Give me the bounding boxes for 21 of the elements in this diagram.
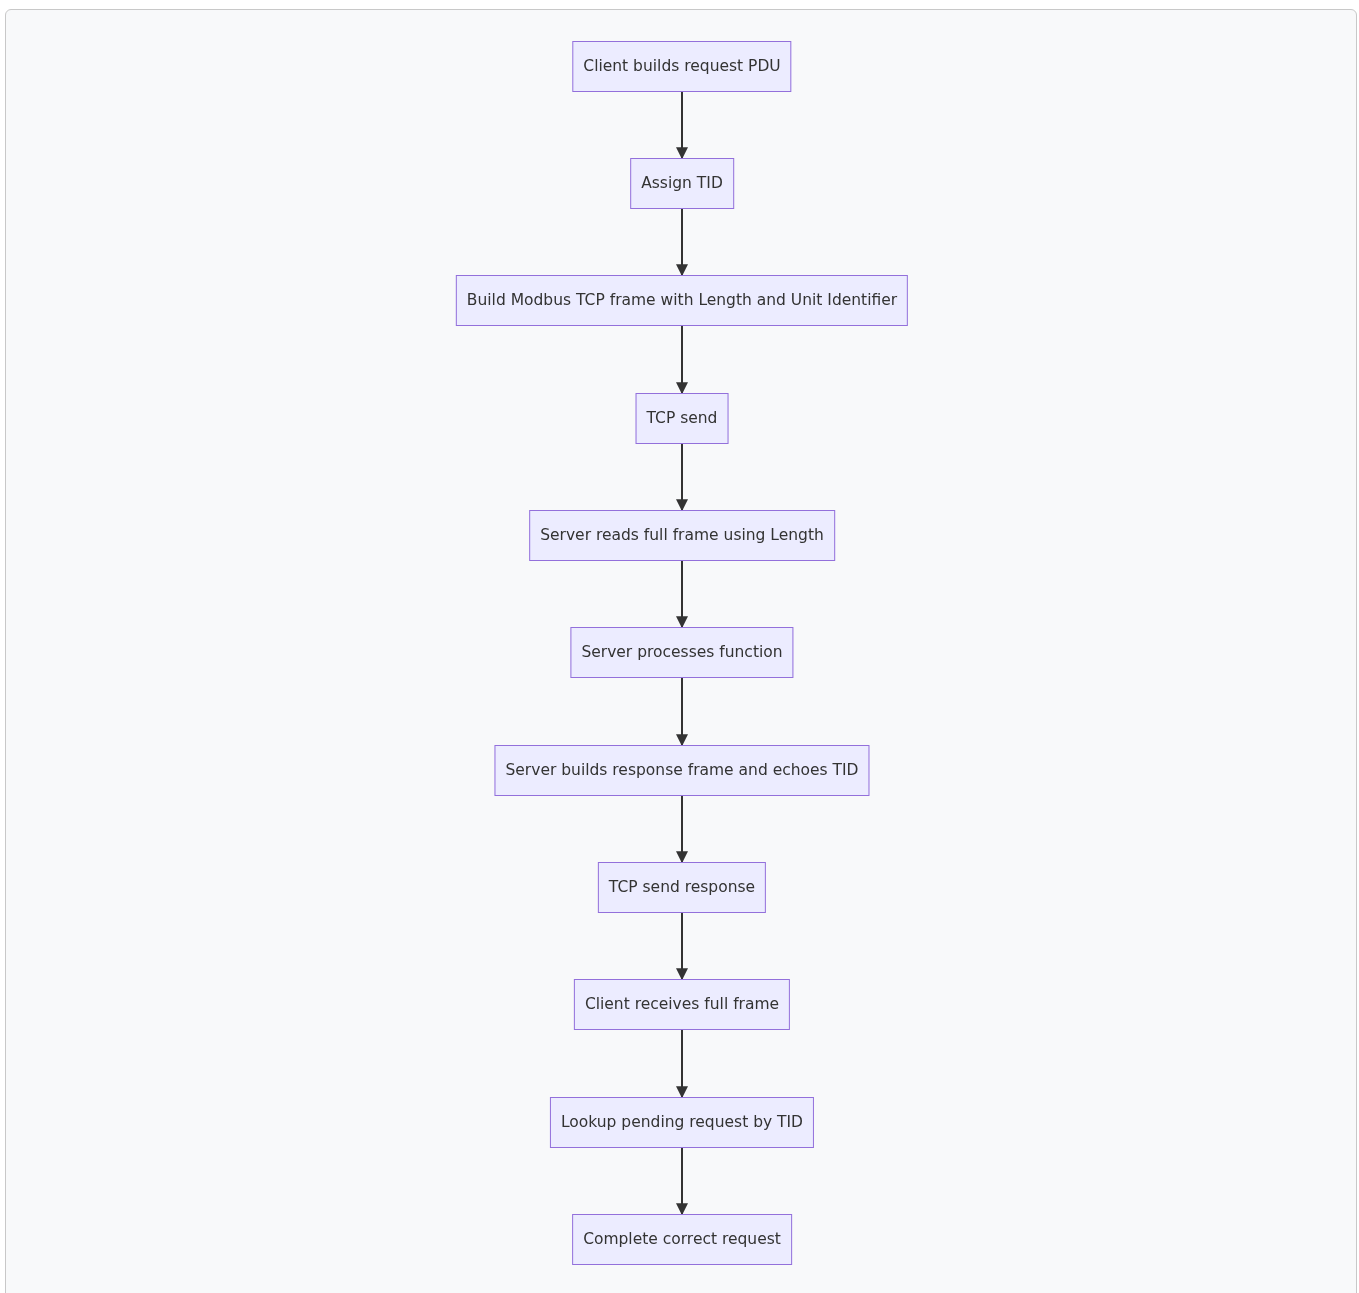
process-box: Server reads full frame using Length [529,510,835,561]
process-box: Build Modbus TCP frame with Length and Unit Identifier [455,275,909,326]
process-box: Client receives full frame [573,979,791,1030]
arrow [676,1029,688,1099]
process-box: TCP send response [597,862,767,913]
arrow [676,677,688,747]
process-box: Client builds request PDU [572,41,792,92]
process-box: TCP send [635,393,729,444]
process-box: Assign TID [630,158,734,209]
arrow [676,1147,688,1216]
arrow [676,560,688,629]
arrow [676,325,688,395]
process-box: Lookup pending request by TID [549,1097,815,1148]
process-box: Complete correct request [572,1214,792,1265]
arrow [676,795,688,864]
arrow [676,443,688,512]
arrow [676,912,688,981]
process-box: Server processes function [570,627,794,678]
process-box: Server builds response frame and echoes TID [494,745,870,796]
arrow [676,91,688,160]
arrow [676,208,688,277]
